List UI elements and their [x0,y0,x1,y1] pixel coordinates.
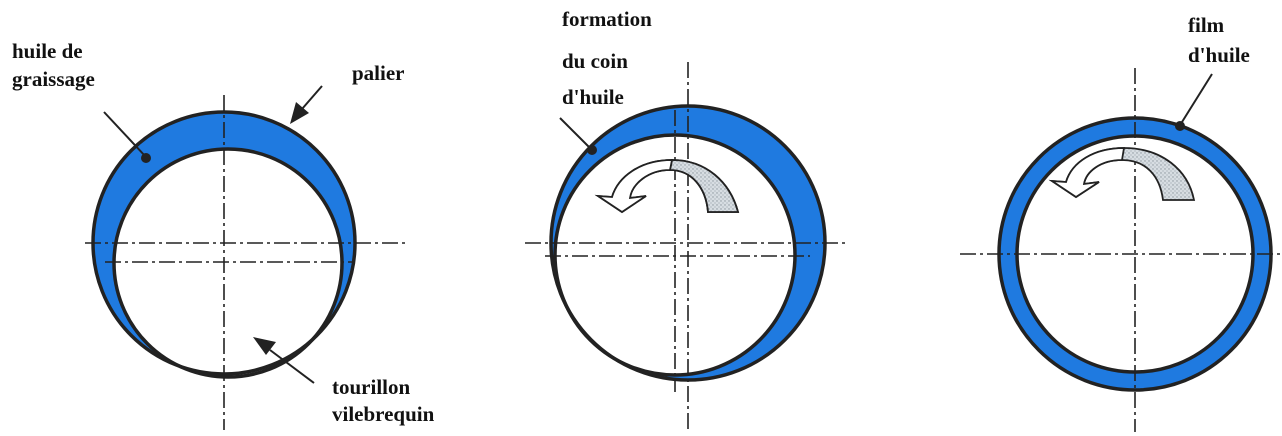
wedge-leader-line [559,117,591,149]
label-bearing: palier [352,61,405,85]
stage-oil-film: film d'huile [960,13,1280,432]
label-crank-journal-2: vilebrequin [332,402,435,426]
rotation-arrow-icon [594,159,740,214]
bearing-pointer-arrowhead [290,102,309,124]
stage-rest: huile de graissage palier tourillon vile… [12,39,435,430]
film-leader-dot [1175,121,1185,131]
bearing-pointer-line [301,85,323,110]
label-wedge-2: du coin [562,49,628,73]
label-film-1: film [1188,13,1225,37]
label-wedge-3: d'huile [562,85,624,109]
label-film-2: d'huile [1188,43,1250,67]
film-leader-line [1181,73,1213,123]
journal-pointer-line [269,349,315,384]
label-lubricating-oil-2: graissage [12,67,95,91]
label-crank-journal-1: tourillon [332,375,410,399]
label-lubricating-oil-1: huile de [12,39,83,63]
oil-leader-dot [141,153,151,163]
label-wedge-1: formation [562,7,652,31]
crank-journal-shaft [112,147,344,379]
stage-wedge-formation: formation du coin d'huile [525,7,845,432]
rotation-arrow-icon [1048,147,1196,201]
journal-pointer-arrowhead [253,337,276,355]
wedge-leader-dot [587,145,597,155]
oil-leader-line [103,111,147,158]
